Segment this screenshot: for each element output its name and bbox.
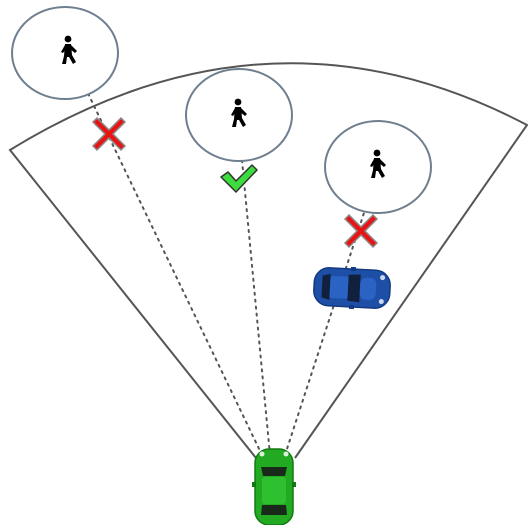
sight-ray-right — [284, 169, 379, 456]
green-car-icon — [252, 448, 296, 525]
pedestrian-right — [324, 120, 432, 214]
blue-car-icon — [313, 266, 391, 310]
pedestrian-center — [185, 68, 293, 162]
field-of-view-boundary — [8, 62, 528, 459]
cross-icon — [343, 213, 379, 249]
cross-icon — [91, 116, 127, 152]
checkmark-icon — [220, 164, 258, 193]
pedestrian-left — [11, 6, 119, 100]
